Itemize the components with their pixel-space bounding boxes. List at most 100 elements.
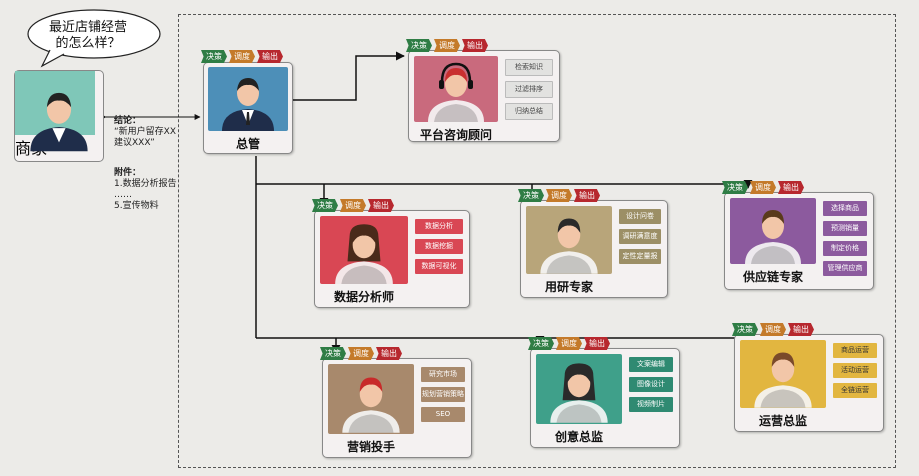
role-card-analyst: 数据分析师数据分析数据挖掘数据可视化 bbox=[314, 210, 470, 308]
role-card-research: 用研专家 设计问卷调研满意度定性定量报 bbox=[520, 200, 668, 298]
manager-portrait bbox=[208, 67, 288, 131]
decide-tab: 决策 bbox=[312, 199, 338, 212]
role-task-list: 文案编辑图像设计视频制片 bbox=[629, 357, 673, 412]
role-card-consultant: 平台咨询顾问检索知识过滤排序归纳总结 bbox=[408, 50, 560, 142]
role-task: 商品运营 bbox=[833, 343, 877, 358]
role-task: 检索知识 bbox=[505, 59, 553, 76]
decide-tab: 决策 bbox=[518, 189, 544, 202]
role-card-creative: 创意总监文案编辑图像设计视频制片 bbox=[530, 348, 680, 448]
manager-tabs: 决策 调度 输出 bbox=[201, 50, 283, 63]
role-task-list: 商品运营活动运营全链运营 bbox=[833, 343, 877, 398]
output-tab: 输出 bbox=[584, 337, 610, 350]
role-label: 数据分析师 bbox=[333, 290, 394, 304]
decide-tab: 决策 bbox=[722, 181, 748, 194]
merchant-portrait bbox=[15, 71, 95, 152]
person-icon bbox=[342, 377, 400, 433]
output-tab: 输出 bbox=[778, 181, 804, 194]
role-tabs-supply: 决策调度输出 bbox=[722, 181, 804, 194]
role-portrait bbox=[526, 206, 612, 274]
dispatch-tab: 调度 bbox=[229, 50, 255, 63]
decide-tab: 决策 bbox=[732, 323, 758, 336]
role-task: 预测销量 bbox=[823, 221, 867, 236]
role-portrait bbox=[320, 216, 408, 284]
person-icon bbox=[745, 210, 801, 264]
role-task: 规划营销策略 bbox=[421, 387, 465, 402]
role-portrait bbox=[328, 364, 414, 434]
dispatch-tab: 调度 bbox=[760, 323, 786, 336]
role-label: 供应链专家 bbox=[742, 270, 803, 284]
manager-label: 总管 bbox=[235, 137, 260, 151]
role-task: 数据分析 bbox=[415, 219, 463, 234]
role-task: 数据挖掘 bbox=[415, 239, 463, 254]
dispatch-tab: 调度 bbox=[434, 39, 460, 52]
role-card-supply: 供应链专家 选择商品预测销量制定价格管理供应商 bbox=[724, 192, 874, 290]
person-icon bbox=[222, 78, 274, 131]
team-boundary bbox=[178, 14, 896, 468]
role-label: 运营总监 bbox=[758, 414, 807, 428]
output-tab: 输出 bbox=[462, 39, 488, 52]
speech-bubble bbox=[27, 9, 161, 68]
role-label: 营销投手 bbox=[346, 440, 395, 454]
person-icon bbox=[754, 352, 812, 408]
attachments-heading: 附件： bbox=[114, 168, 142, 178]
role-task: 过滤排序 bbox=[505, 81, 553, 98]
role-task-list: 选择商品预测销量制定价格管理供应商 bbox=[823, 201, 867, 276]
output-tab: 输出 bbox=[368, 199, 394, 212]
role-task: 图像设计 bbox=[629, 377, 673, 392]
role-task: SEO bbox=[421, 407, 465, 422]
role-task: 全链运营 bbox=[833, 383, 877, 398]
manager-card: 总管 bbox=[203, 62, 293, 154]
role-task: 归纳总结 bbox=[505, 103, 553, 120]
role-task: 活动运营 bbox=[833, 363, 877, 378]
person-icon bbox=[550, 363, 608, 423]
decide-tab: 决策 bbox=[528, 337, 554, 350]
dispatch-tab: 调度 bbox=[546, 189, 572, 202]
conclusion-line-2: 建议XXX” bbox=[114, 138, 155, 148]
role-label: 平台咨询顾问 bbox=[419, 128, 492, 142]
output-tab: 输出 bbox=[376, 347, 402, 360]
role-task: 选择商品 bbox=[823, 201, 867, 216]
question-line-1: 最近店铺经营 bbox=[48, 20, 127, 35]
question-text: 最近店铺经营 的怎么样？ bbox=[28, 20, 148, 52]
role-card-ops: 运营总监 商品运营活动运营全链运营 bbox=[734, 334, 884, 432]
role-tabs-consultant: 决策调度输出 bbox=[406, 39, 488, 52]
role-portrait bbox=[414, 56, 498, 122]
role-tabs-analyst: 决策调度输出 bbox=[312, 199, 394, 212]
role-portrait bbox=[730, 198, 816, 264]
decide-tab: 决策 bbox=[320, 347, 346, 360]
attachments-note: 附件： 1.数据分析报告 …… 5.宣传物料 bbox=[114, 168, 177, 212]
role-label: 用研专家 bbox=[544, 280, 593, 294]
role-tabs-ops: 决策调度输出 bbox=[732, 323, 814, 336]
person-icon bbox=[335, 224, 393, 284]
dispatch-tab: 调度 bbox=[750, 181, 776, 194]
role-task: 管理供应商 bbox=[823, 261, 867, 276]
role-portrait bbox=[740, 340, 826, 408]
role-task: 设计问卷 bbox=[619, 209, 661, 224]
role-task: 制定价格 bbox=[823, 241, 867, 256]
role-task: 定性定量报 bbox=[619, 249, 661, 264]
merchant-card: 商家 bbox=[14, 70, 104, 162]
decide-tab: 决策 bbox=[201, 50, 227, 63]
person-icon bbox=[540, 218, 598, 274]
question-line-2: 的怎么样？ bbox=[55, 36, 121, 51]
conclusion-note: 结论： “新用户留存XX 建议XXX” bbox=[114, 116, 176, 149]
role-tabs-marketing: 决策调度输出 bbox=[320, 347, 402, 360]
connector-consultant bbox=[292, 51, 405, 101]
role-portrait bbox=[536, 354, 622, 424]
conclusion-line-1: “新用户留存XX bbox=[114, 127, 176, 137]
dispatch-tab: 调度 bbox=[556, 337, 582, 350]
role-task-list: 数据分析数据挖掘数据可视化 bbox=[415, 219, 463, 274]
role-task-list: 设计问卷调研满意度定性定量报 bbox=[619, 209, 661, 264]
dispatch-tab: 调度 bbox=[340, 199, 366, 212]
output-tab: 输出 bbox=[257, 50, 283, 63]
dispatch-tab: 调度 bbox=[348, 347, 374, 360]
role-task-list: 检索知识过滤排序归纳总结 bbox=[505, 59, 553, 120]
attachment-line-3: 5.宣传物料 bbox=[114, 201, 159, 211]
role-task: 文案编辑 bbox=[629, 357, 673, 372]
conclusion-heading: 结论： bbox=[114, 116, 142, 126]
role-tabs-creative: 决策调度输出 bbox=[528, 337, 610, 350]
role-tabs-research: 决策调度输出 bbox=[518, 189, 600, 202]
